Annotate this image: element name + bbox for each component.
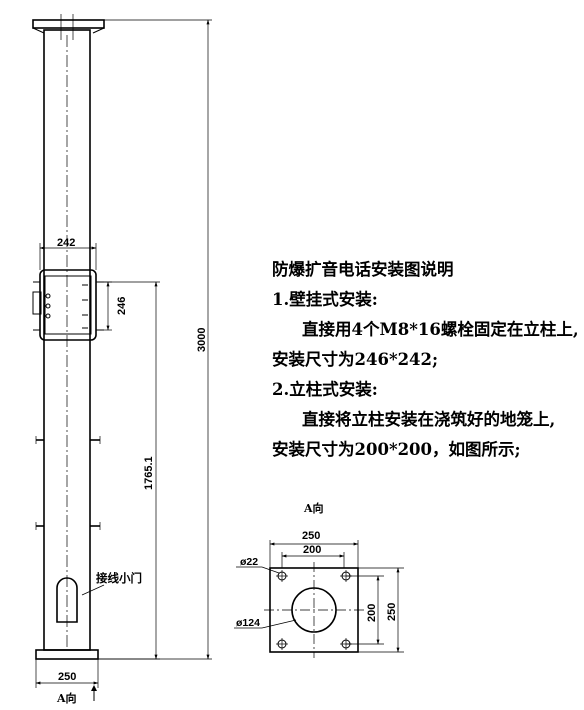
mounting-ears — [35, 436, 101, 530]
description-item: 安装尺寸为246*242; — [272, 350, 439, 369]
dim-bracket-width: 242 — [57, 237, 75, 249]
dim-mount-height: 1765.1 — [143, 456, 155, 490]
dim-inner-height: 200 — [366, 604, 378, 622]
dim-inner-width: 200 — [303, 544, 321, 556]
dim-outer-height: 250 — [386, 603, 398, 621]
dim-outer-width: 250 — [302, 530, 320, 542]
center-hole — [291, 587, 337, 633]
wiring-door — [56, 577, 78, 623]
description-title: 防爆扩音电话安装图说明 — [272, 260, 454, 279]
dim-bracket-height: 246 — [116, 297, 128, 315]
description-item: 1.壁挂式安装: — [272, 290, 378, 309]
description-item: 2.立柱式安装: — [272, 380, 378, 399]
dim-center-hole-diameter: ø124 — [236, 617, 260, 629]
description-item: 直接用4个M8*16螺栓固定在立柱上, — [302, 320, 579, 339]
installation-description: 防爆扩音电话安装图说明 1.壁挂式安装: 直接用4个M8*16螺栓固定在立柱上,… — [272, 255, 582, 465]
dim-hole-diameter: ø22 — [240, 556, 258, 568]
door-label: 接线小门 — [96, 571, 142, 585]
view-a-label: A向 — [56, 691, 77, 705]
description-item: 安装尺寸为200*200，如图所示; — [272, 440, 521, 459]
dim-total-height: 3000 — [196, 328, 208, 352]
top-flange — [32, 19, 105, 29]
dim-base-width: 250 — [58, 671, 76, 683]
description-item: 直接将立柱安装在浇筑好的地笼上, — [302, 410, 556, 429]
pole-side-view: 接线小门 250 A向 242 246 1765.1 3000 — [32, 14, 212, 705]
base-view-title: A向 — [303, 501, 324, 515]
base-plate — [35, 649, 99, 660]
base-plate-view: A向 250 200 ø22 — [234, 501, 404, 658]
